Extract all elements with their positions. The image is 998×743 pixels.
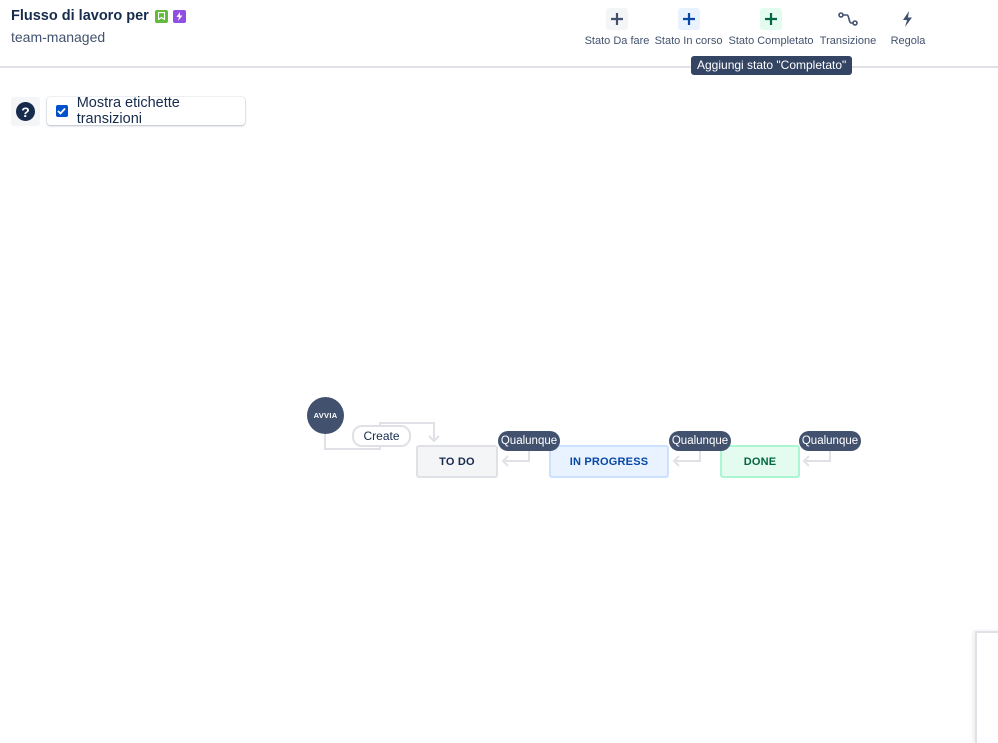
- add-transition-label: Transizione: [819, 35, 877, 47]
- create-transition-label[interactable]: Create: [352, 425, 411, 447]
- side-panel-edge: [975, 631, 998, 743]
- add-transition-button[interactable]: Transizione: [820, 8, 876, 47]
- status-todo[interactable]: TO DO: [416, 445, 498, 478]
- add-todo-status-button[interactable]: Stato Da fare: [585, 8, 649, 47]
- checkbox-checked[interactable]: [56, 105, 68, 117]
- transition-icon: [837, 8, 859, 30]
- add-rule-button[interactable]: Regola: [890, 8, 926, 47]
- page-title-text: Flusso di lavoro per: [11, 8, 149, 24]
- add-done-status-label: Stato Completato: [728, 35, 814, 47]
- any-transition-todo[interactable]: Qualunque: [498, 431, 560, 451]
- page-subtitle: team-managed: [11, 29, 106, 45]
- bolt-icon: [897, 8, 919, 30]
- add-inprogress-status-label: Stato In corso: [654, 35, 723, 47]
- story-bookmark-icon: [154, 9, 168, 23]
- page-title: Flusso di lavoro per: [11, 6, 186, 26]
- add-done-status-button[interactable]: Stato Completato: [728, 8, 814, 47]
- add-inprogress-status-button[interactable]: Stato In corso: [655, 8, 722, 47]
- plus-icon: [760, 8, 782, 30]
- workflow-header: Flusso di lavoro per team-managed Stato …: [0, 0, 998, 68]
- status-in-progress[interactable]: IN PROGRESS: [549, 445, 669, 478]
- help-button[interactable]: ?: [11, 97, 40, 126]
- any-transition-in-progress[interactable]: Qualunque: [669, 431, 731, 451]
- question-icon: ?: [16, 102, 35, 121]
- add-todo-status-label: Stato Da fare: [584, 35, 650, 47]
- any-transition-done[interactable]: Qualunque: [799, 431, 861, 451]
- tooltip: Aggiungi stato "Completato": [691, 56, 853, 75]
- start-node[interactable]: AVVIA: [307, 397, 344, 434]
- plus-icon: [606, 8, 628, 30]
- add-rule-label: Regola: [890, 35, 926, 47]
- plus-icon: [677, 8, 700, 30]
- title-block: Flusso di lavoro per team-managed: [11, 6, 186, 45]
- show-transition-labels-toggle[interactable]: Mostra etichette transizioni: [47, 95, 245, 127]
- epic-bolt-icon: [172, 9, 186, 23]
- status-done[interactable]: DONE: [720, 445, 800, 478]
- check-icon: [57, 107, 67, 115]
- show-transition-labels-label: Mostra etichette transizioni: [76, 95, 180, 127]
